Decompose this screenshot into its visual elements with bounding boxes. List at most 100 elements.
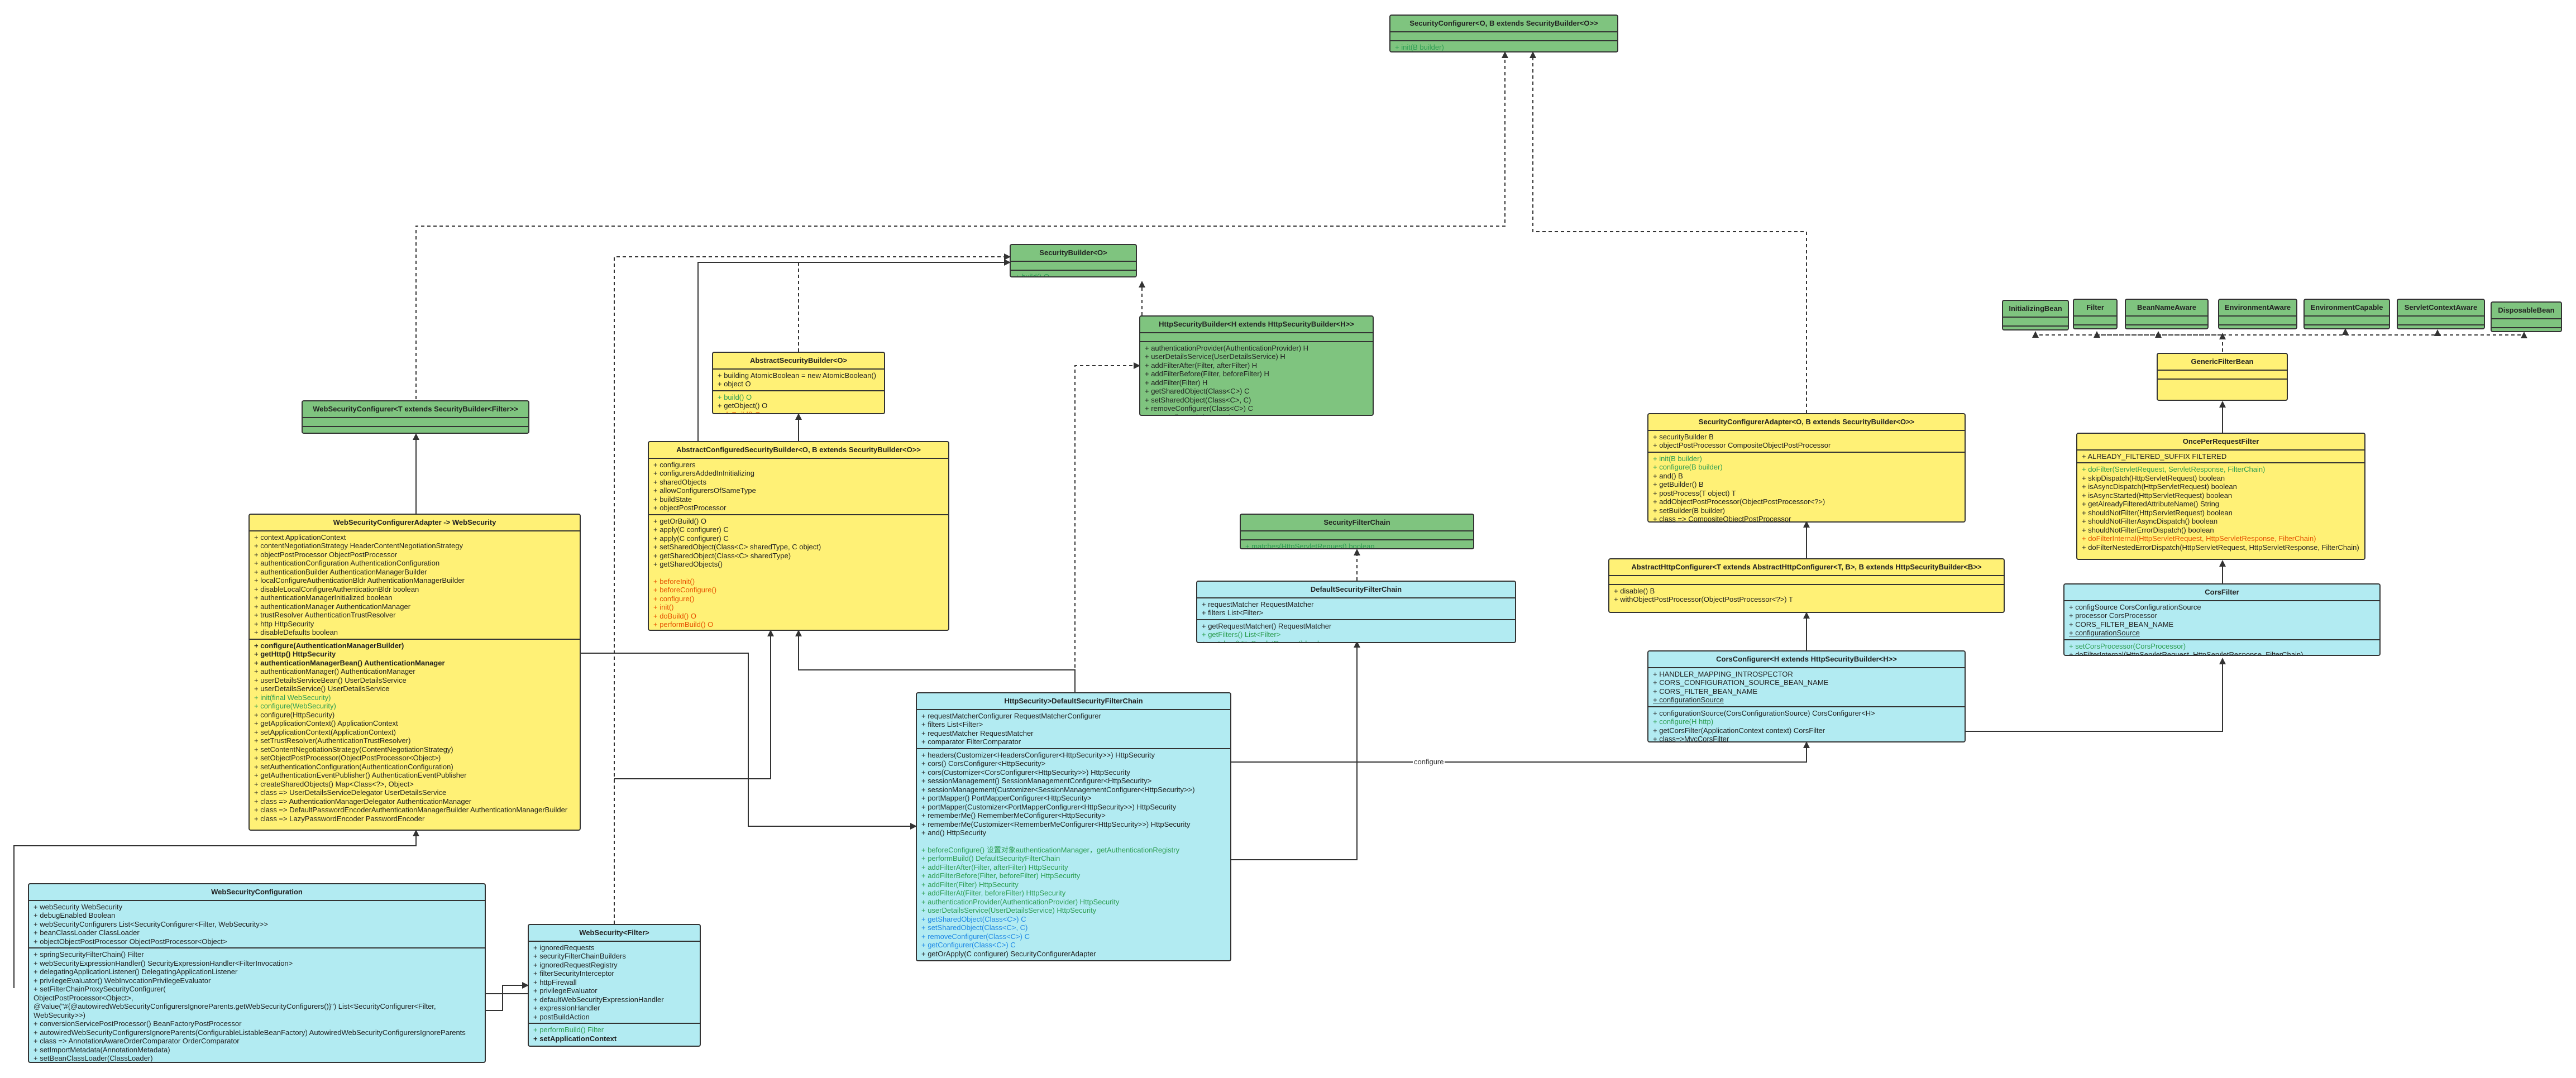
class-method: + userDetailsService() UserDetailsServic… bbox=[254, 684, 390, 693]
class-method: + doBuild() O bbox=[718, 410, 761, 414]
class-title: WebSecurityConfigurer<T extends Security… bbox=[303, 401, 528, 418]
class-method: + beforeInit() bbox=[653, 577, 695, 586]
class-field: + securityFilterChainBuilders bbox=[533, 952, 626, 960]
class-method: + userDetailsService(UserDetailsService)… bbox=[1145, 352, 1285, 361]
class-httpsecurity[interactable]: HttpSecurity>DefaultSecurityFilterChain+… bbox=[916, 692, 1231, 961]
class-method: + addFilter(Filter) H bbox=[1145, 378, 1208, 387]
class-methods: + doFilter(ServletRequest, ServletRespon… bbox=[2077, 463, 2364, 553]
class-methods bbox=[2003, 327, 2068, 330]
class-fields bbox=[1241, 531, 1473, 540]
class-title: AbstractSecurityBuilder<O> bbox=[713, 353, 884, 370]
class-method: + matches(HttpServletRequest) boolean bbox=[1202, 639, 1331, 643]
class-environmentcapable[interactable]: EnvironmentCapable bbox=[2303, 299, 2390, 329]
class-method bbox=[921, 837, 1226, 846]
class-servletcontextaware[interactable]: ServletContextAware bbox=[2397, 299, 2485, 329]
class-securityconfigurer[interactable]: SecurityConfigurer<O, B extends Security… bbox=[1389, 15, 1618, 52]
class-fields: + webSecurity WebSecurity+ debugEnabled … bbox=[29, 901, 485, 948]
class-method: + getConfigurer(Class<C>) C bbox=[1145, 413, 1368, 415]
class-title: SecurityFilterChain bbox=[1241, 515, 1473, 531]
class-initializingbean[interactable]: InitializingBean bbox=[2002, 300, 2069, 330]
class-fields bbox=[1390, 32, 1617, 41]
class-field: + processor CorsProcessor bbox=[2069, 611, 2157, 620]
class-field: + allowConfigurersOfSameType bbox=[653, 486, 756, 495]
class-field: + privilegeEvaluator bbox=[533, 986, 598, 995]
class-websecurityconfigurer[interactable]: WebSecurityConfigurer<T extends Security… bbox=[302, 400, 529, 434]
edge-websecurityconfigurer-securityconfigurer bbox=[415, 51, 1508, 399]
class-method: + addObjectPostProcessor(ObjectPostProce… bbox=[1653, 497, 1825, 506]
class-method: + removeConfigurer(Class<C>) C bbox=[921, 932, 1030, 941]
class-method: + configurationSource(CorsConfigurationS… bbox=[1653, 708, 1875, 717]
class-method: + doBuild() O bbox=[653, 611, 696, 620]
class-securityfilterchain[interactable]: SecurityFilterChain + matches(HttpServlet… bbox=[1240, 514, 1474, 549]
class-filter[interactable]: Filter bbox=[2073, 299, 2118, 329]
class-fields: + requestMatcher RequestMatcher+ filters… bbox=[1197, 598, 1515, 620]
class-field: + objectPostProcessor CompositeObjectPos… bbox=[1653, 441, 1831, 449]
class-title: WebSecurityConfigurerAdapter -> WebSecur… bbox=[250, 515, 580, 531]
class-method: + rememberMe(Customizer<RememberMeConfig… bbox=[921, 820, 1191, 828]
class-method: + authenticationProvider(AuthenticationP… bbox=[1145, 343, 1309, 352]
class-title: SecurityConfigurer<O, B extends Security… bbox=[1390, 16, 1617, 32]
class-disposablebean[interactable]: DisposableBean bbox=[2491, 301, 2562, 332]
class-abstracthttpconfigurer[interactable]: AbstractHttpConfigurer<T extends Abstrac… bbox=[1608, 558, 2005, 613]
class-beannameaware[interactable]: BeanNameAware bbox=[2125, 299, 2209, 329]
class-method: + setFilterChainProxySecurityConfigurer( bbox=[34, 985, 166, 993]
class-field: + authenticationConfiguration Authentica… bbox=[254, 559, 440, 567]
class-fields bbox=[2398, 317, 2484, 325]
edge-adapter-httpsecurity bbox=[581, 653, 917, 830]
class-defaultsecurityfilterchain[interactable]: DefaultSecurityFilterChain+ requestMatch… bbox=[1196, 581, 1516, 643]
class-environmentaware[interactable]: EnvironmentAware bbox=[2218, 299, 2297, 329]
class-websecurityconfigureradapter[interactable]: WebSecurityConfigurerAdapter -> WebSecur… bbox=[248, 514, 581, 831]
class-title: AbstractConfiguredSecurityBuilder<O, B e… bbox=[649, 442, 948, 459]
class-methods bbox=[2074, 325, 2116, 329]
class-websecurityconfiguration[interactable]: WebSecurityConfiguration+ webSecurity We… bbox=[28, 883, 486, 1063]
edge-cors-corsfilter bbox=[1966, 658, 2226, 732]
class-securityconfigureradapter[interactable]: SecurityConfigurerAdapter<O, B extends S… bbox=[1647, 413, 1966, 523]
class-method: + skipDispatch(HttpServletRequest) boole… bbox=[2082, 473, 2225, 482]
class-method: + getSharedObject(Class<C>) C bbox=[1145, 387, 1250, 395]
class-title: SecurityConfigurerAdapter<O, B extends S… bbox=[1648, 414, 1965, 431]
class-field: + HANDLER_MAPPING_INTROSPECTOR bbox=[1653, 669, 1793, 678]
class-fields: + ALREADY_FILTERED_SUFFIX FILTERED bbox=[2077, 451, 2364, 463]
class-method: + rememberMe() RememberMeConfigurer<Http… bbox=[921, 811, 1106, 820]
class-method: + userDetailsService(UserDetailsService)… bbox=[921, 906, 1097, 914]
class-method: + configure(H http) bbox=[1653, 717, 1714, 726]
class-methods: + build() O+ getObject() O+ doBuild() O bbox=[713, 391, 884, 414]
class-method: + setSharedObject(Class<C>, C) bbox=[1145, 395, 1251, 404]
class-genericfilterbean[interactable]: GenericFilterBean bbox=[2157, 353, 2288, 401]
class-method: + class => CompositeObjectPostProcessor bbox=[1653, 515, 1791, 523]
class-fields: + securityBuilder B+ objectPostProcessor… bbox=[1648, 431, 1965, 453]
class-field: + objectPostProcessor ObjectPostProcesso… bbox=[254, 550, 398, 559]
class-methods: + configurationSource(CorsConfigurationS… bbox=[1648, 707, 1965, 742]
class-method: + doFilterInternal(HttpServletRequest, H… bbox=[2082, 534, 2316, 543]
class-field: + building AtomicBoolean = new AtomicBoo… bbox=[718, 371, 877, 380]
class-abstractsecuritybuilder[interactable]: AbstractSecurityBuilder<O>+ building Ato… bbox=[712, 352, 885, 414]
class-field: + authenticationBuilder AuthenticationMa… bbox=[254, 567, 427, 576]
class-methods bbox=[2305, 325, 2389, 329]
class-httpsecuritybuilder[interactable]: HttpSecurityBuilder<H extends HttpSecuri… bbox=[1139, 315, 1374, 416]
class-fields bbox=[2003, 318, 2068, 327]
class-method: + configure(WebSecurity) bbox=[254, 702, 336, 710]
class-title: InitializingBean bbox=[2003, 301, 2068, 318]
class-method bbox=[653, 569, 944, 577]
class-method: + autowiredWebSecurityConfigurersIgnoreP… bbox=[34, 1028, 466, 1037]
edge-genericfilterbean-interfaces bbox=[2035, 334, 2524, 352]
class-websecurity[interactable]: WebSecurity<Filter>+ ignoredRequests+ se… bbox=[528, 924, 701, 1047]
class-field: + expressionHandler bbox=[533, 1004, 600, 1012]
class-methods bbox=[303, 427, 528, 433]
class-methods: + init(B builder)+ configure(B builder)+… bbox=[1648, 453, 1965, 523]
class-method: + class => AnnotationAwareOrderComparato… bbox=[34, 1037, 240, 1045]
class-abstractconfiguredsecuritybuilder[interactable]: AbstractConfiguredSecurityBuilder<O, B e… bbox=[648, 441, 949, 631]
class-method: + setBuilder(B builder) bbox=[1653, 506, 1725, 515]
class-securitybuilder[interactable]: SecurityBuilder<O>+ build() O bbox=[1010, 244, 1137, 277]
class-title: CorsConfigurer<H extends HttpSecurityBui… bbox=[1648, 651, 1965, 668]
class-onceperrequestfilter[interactable]: OncePerRequestFilter+ ALREADY_FILTERED_S… bbox=[2076, 433, 2365, 560]
class-fields: + requestMatcherConfigurer RequestMatche… bbox=[917, 710, 1230, 749]
class-corsfilter[interactable]: CorsFilter+ configSource CorsConfigurati… bbox=[2063, 583, 2381, 656]
class-method: + and() B bbox=[1653, 471, 1683, 480]
class-method: + configure(AuthenticationManagerBuilder… bbox=[254, 641, 404, 650]
edge-securityconfigureradapter-securityconfigurer bbox=[1530, 51, 1807, 413]
class-method: + apply(C configurer) C bbox=[653, 525, 729, 534]
class-methods: + matches(HttpServletRequest) boolean+ g… bbox=[1241, 540, 1473, 549]
class-method: + beforeConfigure() bbox=[653, 586, 717, 594]
class-corsconfigurer[interactable]: CorsConfigurer<H extends HttpSecurityBui… bbox=[1647, 650, 1966, 742]
